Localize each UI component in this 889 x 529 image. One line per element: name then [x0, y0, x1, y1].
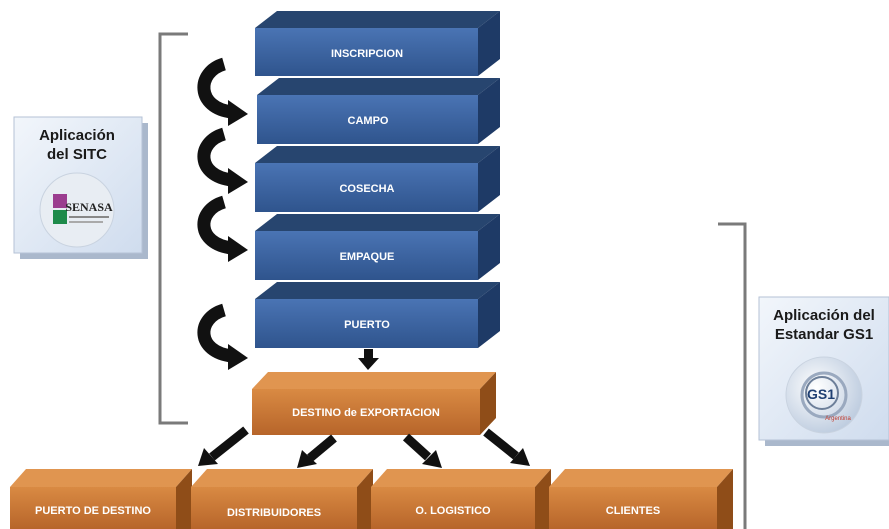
output-box-clientes: CLIENTES [549, 469, 733, 529]
gs1-logo-icon: GS1 Argentina [785, 356, 863, 434]
output-box-o-logistico: O. LOGISTICO [371, 469, 551, 529]
destination-label: DESTINO de EXPORTACION [292, 407, 440, 419]
curved-arrow-icon [197, 195, 248, 262]
process-step-label: INSCRIPCION [331, 48, 403, 60]
output-box-distribuidores: DISTRIBUIDORES [191, 469, 373, 529]
process-step-label: COSECHA [339, 183, 394, 195]
curved-arrow-icon [197, 57, 248, 126]
diagonal-arrow-icon [297, 434, 337, 468]
sitc-card: Aplicación del SITC SENASA [13, 116, 148, 259]
curved-arrow-icon [197, 303, 248, 370]
process-step-label: EMPAQUE [340, 251, 395, 263]
gs1-title-line1: Aplicación del [773, 307, 875, 324]
output-label: PUERTO DE DESTINO [35, 505, 151, 517]
destination-box: DESTINO de EXPORTACION [252, 372, 496, 435]
left-bracket [158, 32, 188, 425]
process-step-cosecha: COSECHA [255, 146, 500, 212]
output-label: DISTRIBUIDORES [227, 507, 321, 519]
process-step-label: CAMPO [348, 115, 389, 127]
process-step-campo: CAMPO [257, 78, 500, 144]
process-step-puerto: PUERTO [255, 282, 500, 348]
diagonal-arrow-icon [402, 433, 442, 468]
gs1-title-line2: Estandar GS1 [775, 326, 873, 343]
output-box-puerto-de-destino: PUERTO DE DESTINO [10, 469, 192, 529]
gs1-card: Aplicación del Estandar GS1 GS1 Argentin… [758, 296, 889, 446]
senasa-logo-text: SENASA [65, 200, 113, 214]
senasa-logo-icon: SENASA [39, 172, 115, 248]
down-arrow-icon [358, 349, 379, 370]
process-step-inscripcion: INSCRIPCION [255, 11, 500, 76]
sitc-title-line2: del SITC [47, 146, 107, 163]
curved-arrow-icon [197, 127, 248, 194]
gs1-logo-subtext: Argentina [825, 416, 851, 422]
process-step-empaque: EMPAQUE [255, 214, 500, 280]
diagonal-arrow-icon [483, 428, 530, 466]
output-label: CLIENTES [606, 505, 660, 517]
right-bracket [718, 222, 747, 529]
output-label: O. LOGISTICO [415, 505, 491, 517]
diagonal-arrow-icon [198, 426, 249, 466]
gs1-logo-text: GS1 [807, 386, 835, 402]
sitc-title-line1: Aplicación [39, 127, 115, 144]
process-step-label: PUERTO [344, 319, 390, 331]
